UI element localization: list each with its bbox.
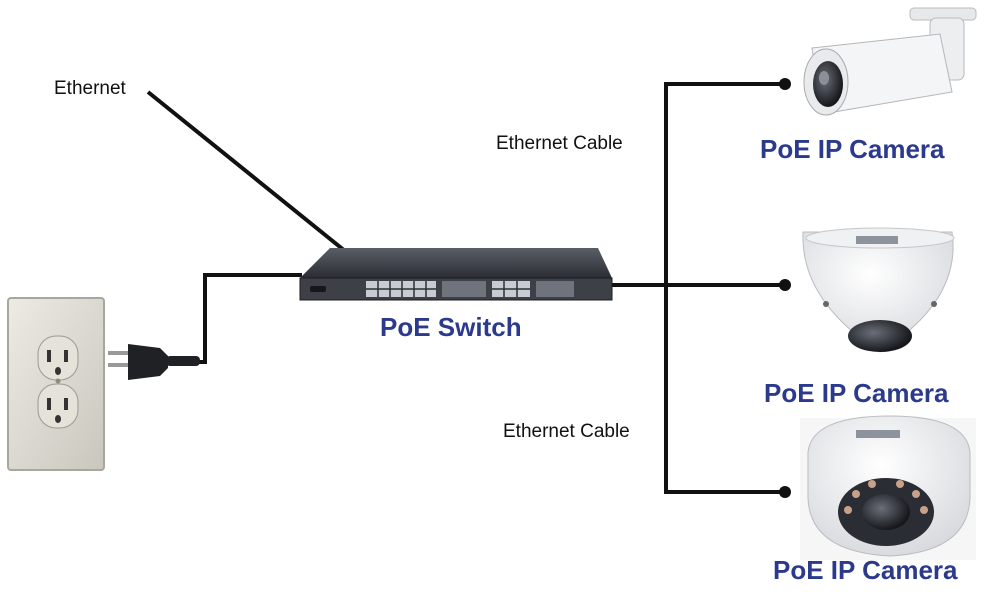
camera-3-caption: PoE IP Camera [773, 555, 958, 585]
wall-outlet-icon [7, 297, 105, 471]
bullet-camera-icon [803, 7, 977, 116]
uplink-ethernet-line [146, 90, 352, 257]
ethernet-label: Ethernet [54, 78, 126, 99]
cables [146, 82, 783, 494]
endpoint-dot [779, 279, 791, 291]
power-plug-icon [108, 344, 200, 380]
camera-2-caption: PoE IP Camera [764, 378, 949, 408]
poe-switch-icon [299, 248, 613, 301]
poe-switch-caption: PoE Switch [380, 312, 522, 342]
endpoint-dot [779, 486, 791, 498]
cable-endpoints [779, 78, 791, 498]
power-cord-line [198, 273, 302, 364]
ethernet-cable-label-bottom: Ethernet Cable [503, 421, 630, 442]
camera-trunk-cable [664, 82, 783, 494]
fisheye-dome-camera-icon [802, 227, 955, 353]
endpoint-dot [779, 78, 791, 90]
dome-camera-icon [800, 415, 976, 560]
ethernet-cable-label-top: Ethernet Cable [496, 133, 623, 154]
camera-1-caption: PoE IP Camera [760, 134, 945, 164]
